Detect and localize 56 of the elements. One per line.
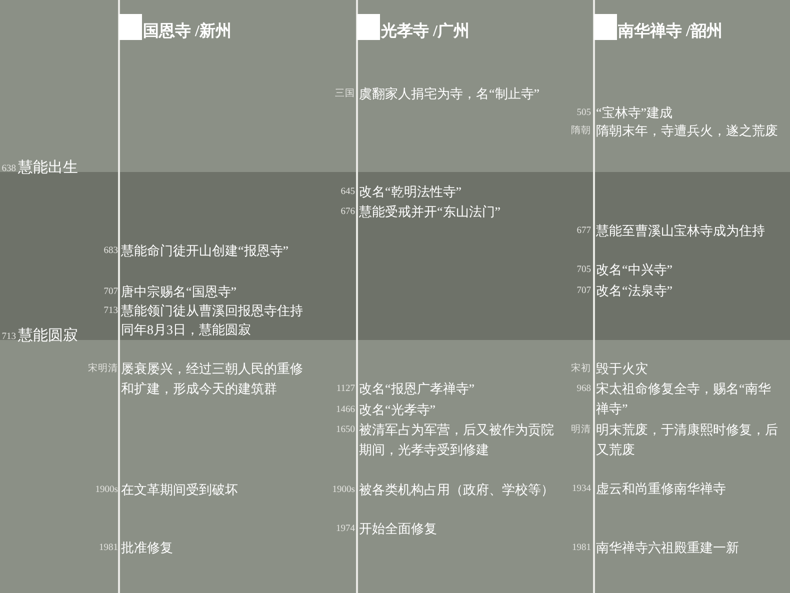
column-heading: 国恩寺 /新州	[143, 21, 232, 42]
event-text: 明末荒废，于清康熙时修复，后又荒废	[596, 421, 779, 459]
year-label: 968	[576, 383, 591, 396]
year-label: 1127	[336, 383, 355, 396]
event-text: 隋朝末年，寺遭兵火，遂之荒废	[596, 122, 778, 140]
event-text: 改名“报恩广孝禅寺”	[359, 380, 475, 398]
year-label: 1981	[572, 542, 591, 555]
year-label: 1974	[336, 523, 355, 536]
event-text: 慧能受戒并开“东山法门”	[359, 203, 501, 221]
year-label: 638	[2, 163, 16, 176]
event-text: 虞翻家人捐宅为寺，名“制止寺”	[359, 85, 540, 103]
year-label: 676	[340, 206, 355, 219]
event-text: 改名“中兴寺”	[596, 261, 673, 279]
life-event-text: 慧能出生	[18, 158, 78, 178]
event-text: 同年8月3日，慧能圆寂	[121, 321, 251, 339]
year-label: 1934	[572, 483, 591, 496]
year-label: 707	[104, 286, 118, 299]
event-text: 改名“光孝寺”	[359, 401, 436, 419]
event-text: 被各类机构占用（政府、学校等）	[359, 481, 554, 499]
event-text: “宝林寺”建成	[596, 104, 673, 122]
year-label: 1981	[99, 542, 118, 555]
year-label: 1900s	[332, 484, 355, 497]
year-label: 明清	[571, 423, 591, 437]
event-text: 改名“法泉寺”	[596, 282, 673, 300]
event-text: 唐中宗赐名“国恩寺”	[121, 283, 237, 301]
life-event-text: 慧能圆寂	[18, 326, 78, 346]
year-label: 三国	[335, 88, 355, 101]
event-text: 慧能领门徒从曹溪回报恩寺住持	[121, 302, 303, 320]
event-text: 毁于火灾	[596, 360, 648, 378]
year-label: 677	[576, 225, 591, 238]
column-heading: 光孝寺 /广州	[381, 21, 470, 42]
event-text: 慧能命门徒开山创建“报恩寺”	[121, 242, 289, 260]
event-text: 虚云和尚重修南华禅寺	[596, 480, 726, 498]
year-label: 1650	[336, 424, 355, 437]
event-text: 被清军占为军营，后又被作为贡院期间，光孝寺受到修建	[359, 421, 555, 459]
year-label: 713	[104, 305, 118, 318]
event-text: 宋太祖命修复全寺，赐名“南华禅寺”	[596, 380, 772, 418]
event-text: 批准修复	[121, 539, 173, 557]
event-text: 开始全面修复	[359, 520, 437, 538]
event-text: 改名“乾明法性寺”	[359, 183, 462, 201]
year-label: 1466	[336, 404, 355, 417]
year-label: 713	[2, 331, 16, 344]
year-label: 宋明清	[88, 362, 118, 376]
year-label: 隋朝	[571, 124, 591, 138]
column-heading: 南华禅寺 /韶州	[618, 21, 722, 42]
year-label: 505	[576, 107, 591, 120]
year-label: 645	[340, 186, 355, 199]
year-label: 683	[104, 245, 118, 258]
event-text: 在文革期间受到破坏	[121, 481, 238, 499]
event-text: 屡衰屡兴，经过三朝人民的重修和扩建，形成今天的建筑群	[121, 360, 304, 398]
year-label: 1900s	[95, 484, 118, 497]
year-label: 705	[576, 264, 591, 277]
event-text: 慧能至曹溪山宝林寺成为住持	[596, 222, 765, 240]
year-label: 707	[576, 285, 591, 298]
year-label: 宋初	[571, 362, 591, 376]
event-text: 南华禅寺六祖殿重建一新	[596, 539, 739, 557]
